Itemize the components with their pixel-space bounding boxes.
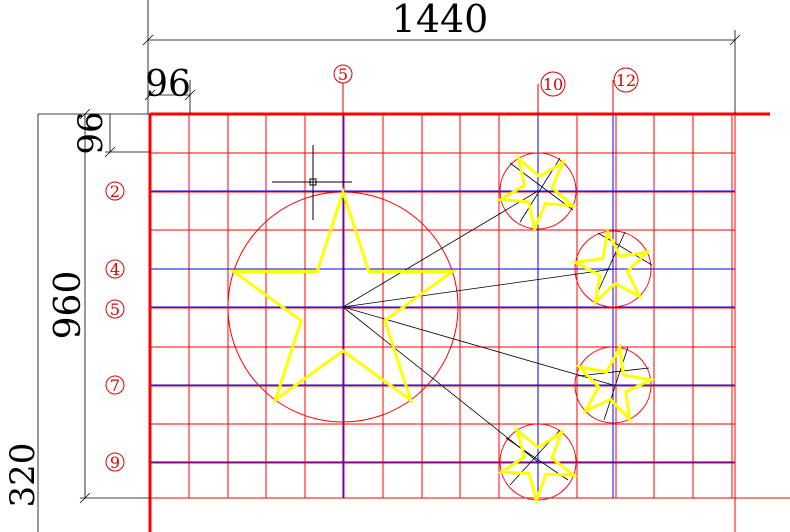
red-grid <box>149 113 790 532</box>
row-markers: 2 4 5 7 9 <box>105 181 125 472</box>
column-marker-12: 12 <box>616 71 636 90</box>
offset-left-label: 96 <box>145 64 191 105</box>
dimension-lines <box>37 0 741 532</box>
small-star-1-circle <box>499 152 577 230</box>
small-star-3 <box>575 342 656 424</box>
column-marker-10: 10 <box>543 75 563 94</box>
overall-width-label: 1440 <box>392 0 489 41</box>
row-marker-9: 9 <box>110 453 120 472</box>
column-markers: 5 10 12 <box>333 64 639 114</box>
orientation-lines <box>342 157 653 486</box>
small-star-2-circle <box>574 230 652 308</box>
stars <box>228 154 656 505</box>
row-marker-4: 4 <box>110 260 120 279</box>
row-marker-2: 2 <box>110 182 120 201</box>
small-star-4-circle <box>499 423 577 501</box>
large-star <box>228 187 458 404</box>
blue-axis-lines <box>150 114 735 498</box>
column-marker-5: 5 <box>338 65 348 84</box>
row-marker-7: 7 <box>110 376 120 395</box>
offset-top-label: 96 <box>71 111 111 154</box>
row-marker-5: 5 <box>110 300 120 319</box>
lower-partial-label: 320 <box>3 443 43 508</box>
cursor-crosshair-icon <box>272 145 352 220</box>
overall-height-label: 960 <box>48 271 89 340</box>
small-star-2 <box>570 226 652 307</box>
small-star-1 <box>496 154 578 234</box>
small-star-4 <box>496 426 579 505</box>
small-star-3-circle <box>574 346 652 424</box>
